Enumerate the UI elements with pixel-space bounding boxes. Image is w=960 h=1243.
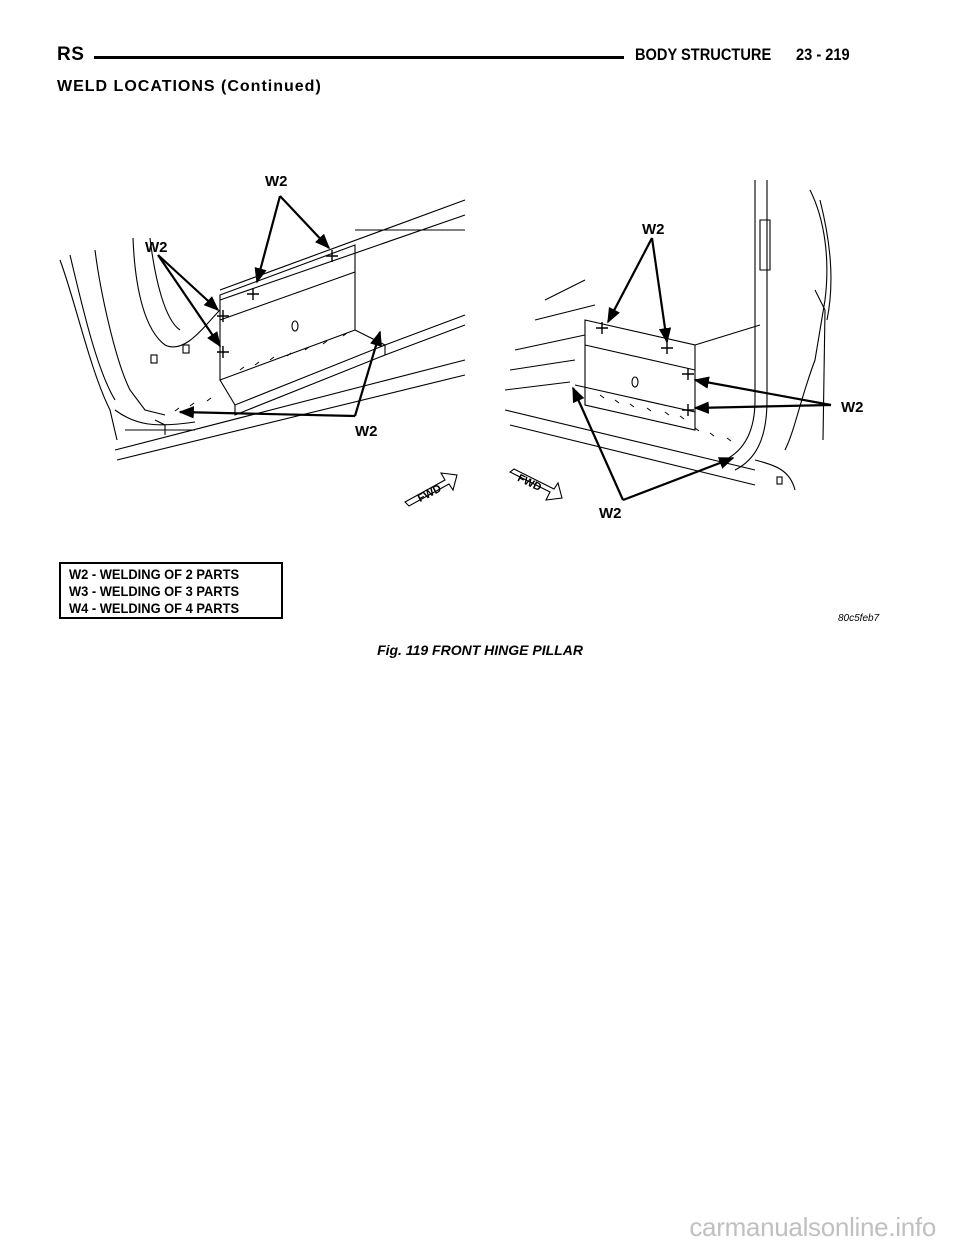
section-subtitle: WELD LOCATIONS (Continued) xyxy=(57,78,322,95)
watermark: carmanualsonline.info xyxy=(689,1212,936,1242)
header-rule xyxy=(94,56,624,59)
callout-labels: W2 W2 W2 W2 W2 W2 FWD FWD xyxy=(145,173,864,522)
legend-line: W2 - WELDING OF 2 PARTS xyxy=(69,566,240,582)
legend-line: W3 - WELDING OF 3 PARTS xyxy=(69,583,240,599)
figure-id: 80c5feb7 xyxy=(838,613,880,624)
callout-w2: W2 xyxy=(642,221,665,238)
callout-w2: W2 xyxy=(145,239,168,256)
callout-w2: W2 xyxy=(599,505,622,522)
legend-line: W4 - WELDING OF 4 PARTS xyxy=(69,600,240,616)
weld-legend: W2 - WELDING OF 2 PARTS W3 - WELDING OF … xyxy=(59,562,283,619)
header-code: RS xyxy=(57,44,85,65)
callout-w2: W2 xyxy=(841,399,864,416)
page-footer: carmanualsonline.info xyxy=(0,1200,960,1242)
fwd-label: FWD xyxy=(515,472,543,494)
header-section: BODY STRUCTURE xyxy=(635,45,772,64)
callout-w2: W2 xyxy=(265,173,288,190)
fwd-label: FWD xyxy=(416,482,444,504)
figure-front-hinge-pillar: W2 W2 W2 W2 W2 W2 FWD FWD xyxy=(55,160,895,630)
weld-location-drawing xyxy=(59,180,832,507)
header-page-number: 23 - 219 xyxy=(796,45,850,64)
callout-w2: W2 xyxy=(355,423,378,440)
figure-caption: Fig. 119 FRONT HINGE PILLAR xyxy=(377,642,583,658)
